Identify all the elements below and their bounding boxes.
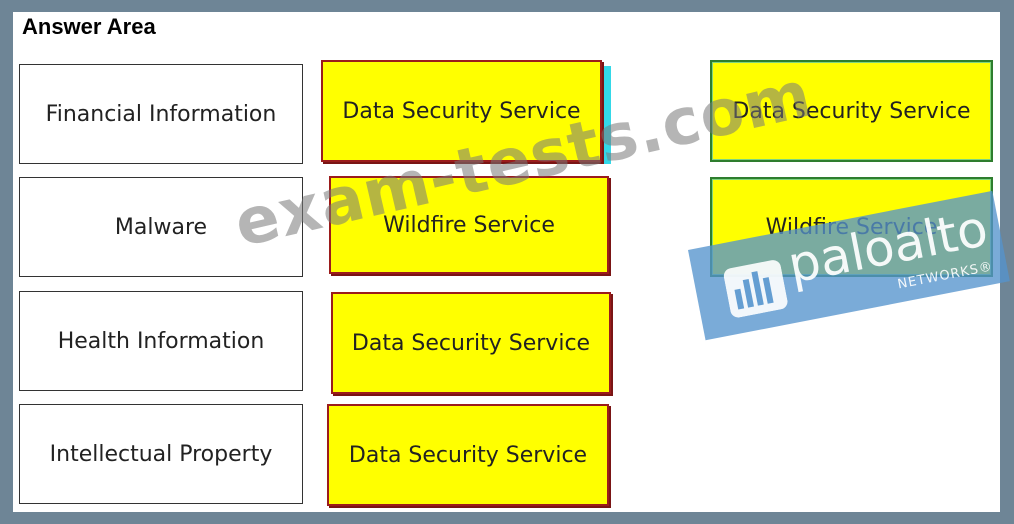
option-data-security-service[interactable]: Data Security Service <box>710 60 993 162</box>
label-intellectual-property: Intellectual Property <box>19 404 303 504</box>
label-malware: Malware <box>19 177 303 277</box>
answer-slot-financial-information[interactable]: Data Security Service <box>321 60 602 162</box>
label-health-information: Health Information <box>19 291 303 391</box>
answer-slot-malware[interactable]: Wildfire Service <box>329 176 609 274</box>
answer-area-title: Answer Area <box>22 14 156 39</box>
answer-slot-intellectual-property[interactable]: Data Security Service <box>327 404 609 506</box>
paloalto-logo: paloalto NETWORKS® <box>688 190 1010 341</box>
paloalto-logo-icon <box>723 260 788 318</box>
answer-slot-health-information[interactable]: Data Security Service <box>331 292 611 394</box>
label-financial-information: Financial Information <box>19 64 303 164</box>
slot-edge-highlight <box>602 66 611 164</box>
